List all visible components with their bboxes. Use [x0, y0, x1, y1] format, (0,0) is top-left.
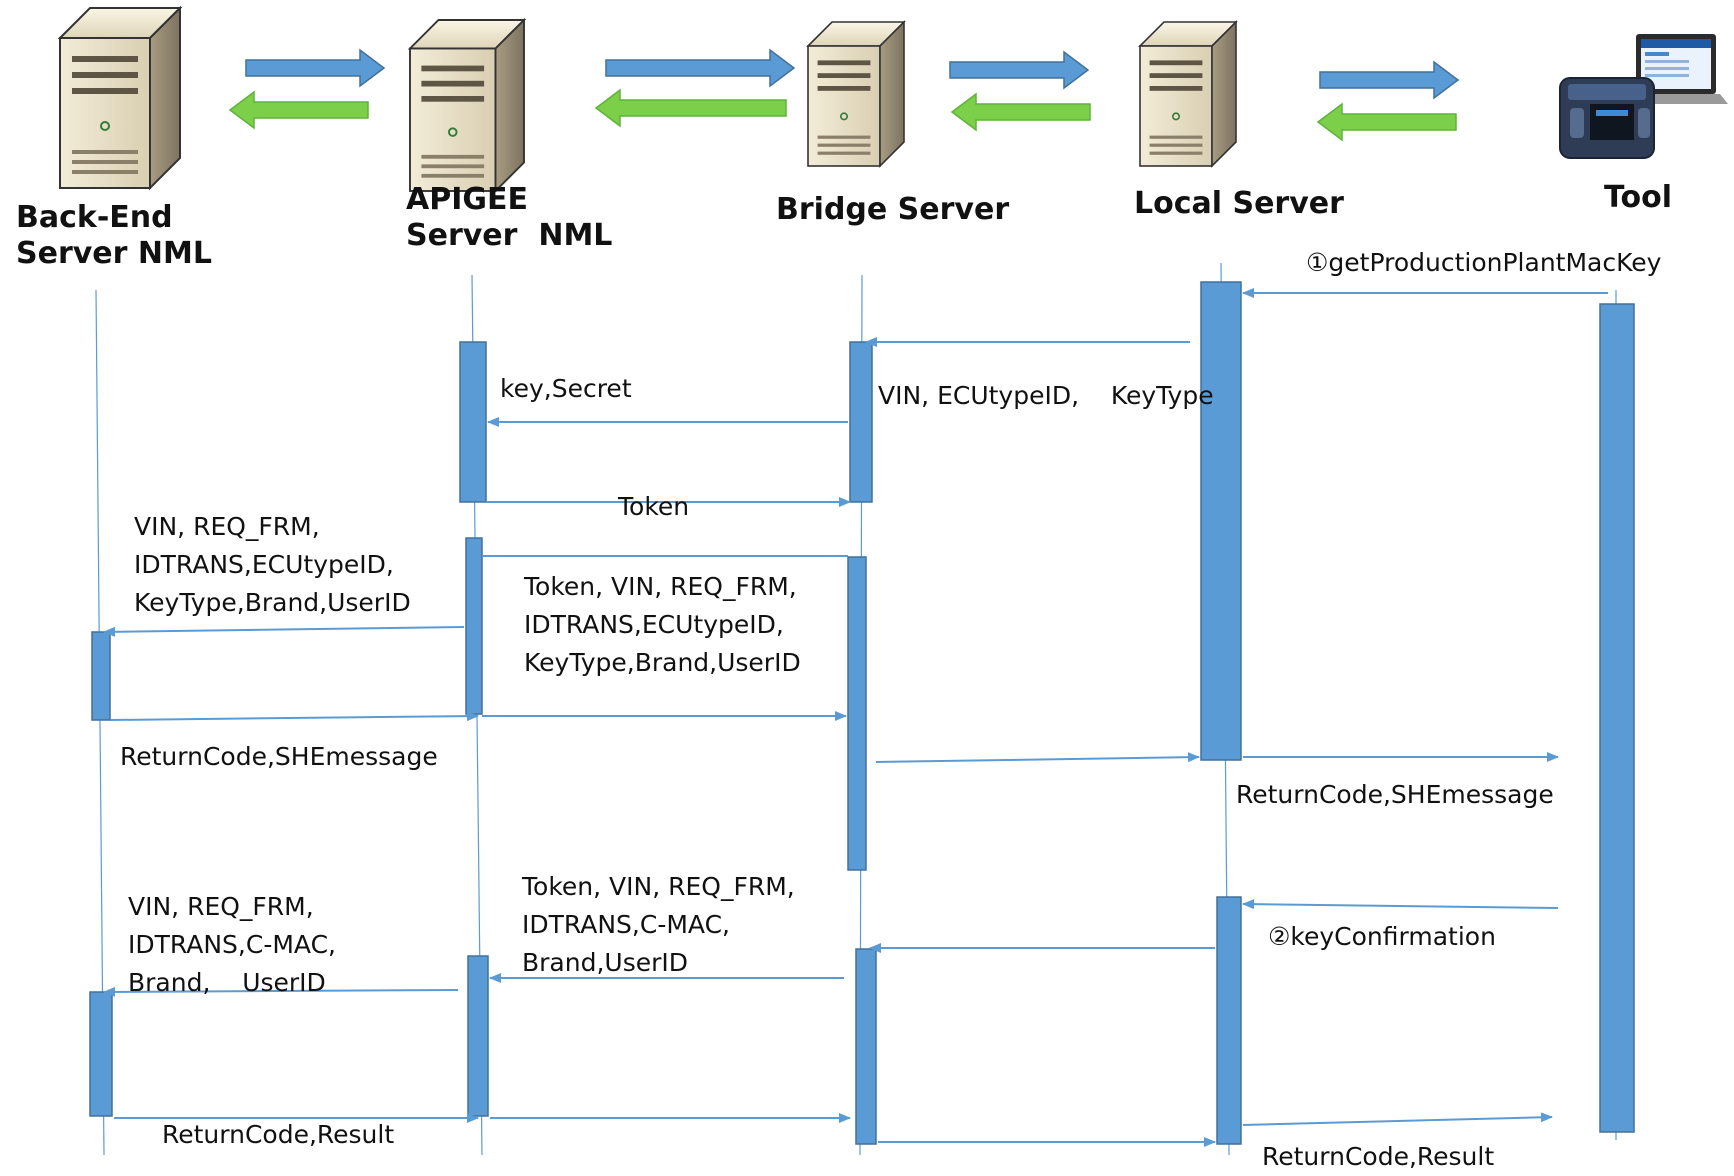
arrow-apigee-to-backend-1 — [103, 626, 465, 637]
msg-key-confirmation: ②keyConfirmation — [1268, 922, 1496, 951]
msg-return-result-right: ReturnCode,Result — [1262, 1142, 1495, 1171]
msg-token: Token — [618, 492, 690, 521]
arrow-backend-return-1 — [109, 711, 479, 722]
arrow-bridge-to-local-return-1 — [875, 752, 1200, 763]
apigee-server-icon — [409, 19, 525, 192]
msg-return-she-right: ReturnCode,SHEmessage — [1236, 780, 1554, 809]
msg-return-result-left: ReturnCode,Result — [162, 1120, 395, 1149]
msg-request-with-token-2: Token, VIN, REQ_FRM, IDTRANS,C-MAC, Bran… — [522, 872, 795, 977]
msg-key-secret: key,Secret — [500, 374, 632, 403]
msg-get-production-plant-mac-key: ①getProductionPlantMacKey — [1306, 248, 1662, 277]
diagnostic-tool-icon — [1559, 34, 1728, 159]
participant-local-title: Local Server — [1134, 186, 1344, 221]
activation-bridge-3 — [855, 948, 877, 1145]
msg-return-she-left: ReturnCode,SHEmessage — [120, 742, 438, 771]
bridge-server-icon — [807, 21, 905, 167]
arrow-tool-to-local-confirm — [1242, 899, 1559, 910]
activation-bridge-1 — [849, 341, 873, 503]
header-arrows — [228, 48, 1460, 142]
msg-request-to-backend-2: VIN, REQ_FRM, IDTRANS,C-MAC, Brand, User… — [128, 892, 336, 997]
activation-local-2 — [1216, 896, 1242, 1145]
msg-vin-ecu-keytype: VIN, ECUtypeID, KeyType — [878, 381, 1214, 410]
arrow-local-to-tool-return-2 — [1242, 1112, 1553, 1126]
activation-backend-1 — [91, 631, 111, 721]
activation-tool — [1599, 303, 1635, 1133]
activation-bars — [89, 281, 1635, 1145]
participant-tool-title: Tool — [1604, 180, 1672, 215]
activation-bridge-2 — [847, 556, 867, 871]
activation-apigee-1 — [459, 341, 487, 503]
msg-request-with-token-1: Token, VIN, REQ_FRM, IDTRANS,ECUtypeID, … — [524, 572, 801, 677]
activation-backend-2 — [89, 991, 113, 1117]
activation-apigee-3 — [467, 955, 489, 1117]
participant-apigee-title: APIGEE Server NML — [406, 182, 613, 253]
activation-apigee-2 — [465, 537, 483, 715]
local-server-icon — [1139, 21, 1237, 167]
message-arrows — [103, 288, 1608, 1147]
backend-server-icon — [59, 7, 181, 189]
msg-request-to-backend-1: VIN, REQ_FRM, IDTRANS,ECUtypeID, KeyType… — [134, 512, 411, 617]
participant-bridge-title: Bridge Server — [776, 192, 1010, 227]
arrow-apigee-to-backend-2 — [103, 986, 459, 997]
activation-local-1 — [1200, 281, 1242, 761]
participant-backend-title: Back-End Server NML — [16, 200, 212, 271]
